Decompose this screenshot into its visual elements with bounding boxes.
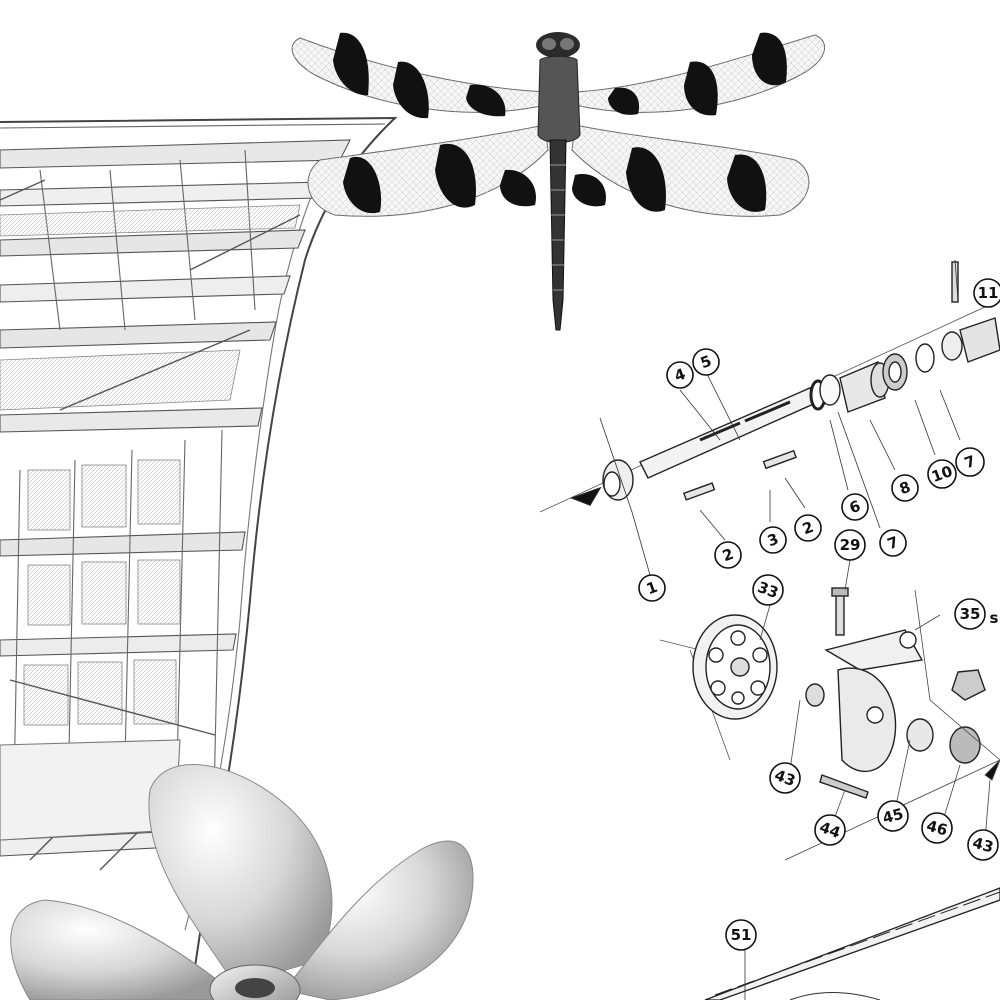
callout-4 bbox=[666, 361, 694, 389]
callout-label: 29 bbox=[840, 536, 861, 554]
propeller-illustration bbox=[10, 764, 474, 1000]
ring-part bbox=[819, 374, 841, 406]
axis-arrow bbox=[984, 759, 1000, 781]
callout-43a bbox=[769, 762, 801, 794]
callout-label: 45 bbox=[881, 805, 906, 828]
shaft-part bbox=[639, 387, 819, 479]
propeller-blade-left bbox=[10, 899, 231, 1000]
dragonfly-thorax bbox=[537, 55, 581, 143]
callout-46 bbox=[921, 812, 953, 844]
rail-part bbox=[704, 887, 1000, 1000]
callout-7a bbox=[955, 447, 985, 477]
callout-35 bbox=[954, 598, 986, 630]
rail-assembly bbox=[704, 887, 1000, 1000]
callout-7b bbox=[879, 529, 907, 557]
callout-label: 35 bbox=[960, 605, 981, 623]
callout-label: 11 bbox=[978, 284, 999, 302]
callout-6 bbox=[841, 493, 869, 521]
exploded-shaft-assembly bbox=[539, 259, 1000, 576]
hull-panels bbox=[0, 204, 301, 726]
callout-label: 51 bbox=[731, 926, 752, 944]
callout-44 bbox=[814, 814, 846, 846]
callout-43b bbox=[967, 829, 999, 861]
callout-29 bbox=[834, 529, 866, 561]
key-part bbox=[682, 482, 716, 501]
nut-part bbox=[951, 669, 986, 701]
pulley-bracket-assembly bbox=[659, 559, 1000, 861]
callout-11 bbox=[973, 278, 1000, 308]
callout-2b bbox=[794, 514, 822, 542]
hull-cutaway-illustration bbox=[0, 116, 398, 1000]
callout-label: 46 bbox=[925, 817, 950, 840]
callout-8 bbox=[891, 474, 919, 502]
callout-1 bbox=[638, 574, 666, 602]
callout-33 bbox=[752, 574, 784, 606]
hull-frames bbox=[0, 139, 351, 857]
spacer-part bbox=[906, 718, 934, 752]
callout-51 bbox=[725, 919, 757, 951]
dragonfly-wing-bands bbox=[333, 32, 787, 214]
bracket-part bbox=[824, 629, 924, 671]
washer-part bbox=[915, 343, 935, 373]
dragonfly-illustration bbox=[291, 32, 825, 331]
key-part bbox=[762, 449, 797, 470]
axis-arrow bbox=[569, 486, 602, 506]
edge-fragment-text: s bbox=[990, 609, 999, 627]
pin-part bbox=[951, 261, 959, 303]
callout-bubbles bbox=[638, 278, 1000, 951]
callout-3 bbox=[759, 526, 787, 554]
clip-part bbox=[819, 774, 869, 799]
propeller-blade-upper bbox=[148, 764, 333, 986]
callout-10 bbox=[927, 459, 957, 489]
bracket-plate bbox=[837, 667, 897, 773]
callout-45 bbox=[877, 800, 909, 832]
nut-part bbox=[949, 726, 981, 764]
propeller-blade-right bbox=[284, 840, 474, 1000]
callout-2a bbox=[714, 541, 742, 569]
callout-5 bbox=[692, 348, 720, 376]
callout-label: 43 bbox=[971, 834, 996, 857]
bolt-part bbox=[835, 594, 845, 636]
dragonfly-abdomen bbox=[549, 139, 567, 331]
